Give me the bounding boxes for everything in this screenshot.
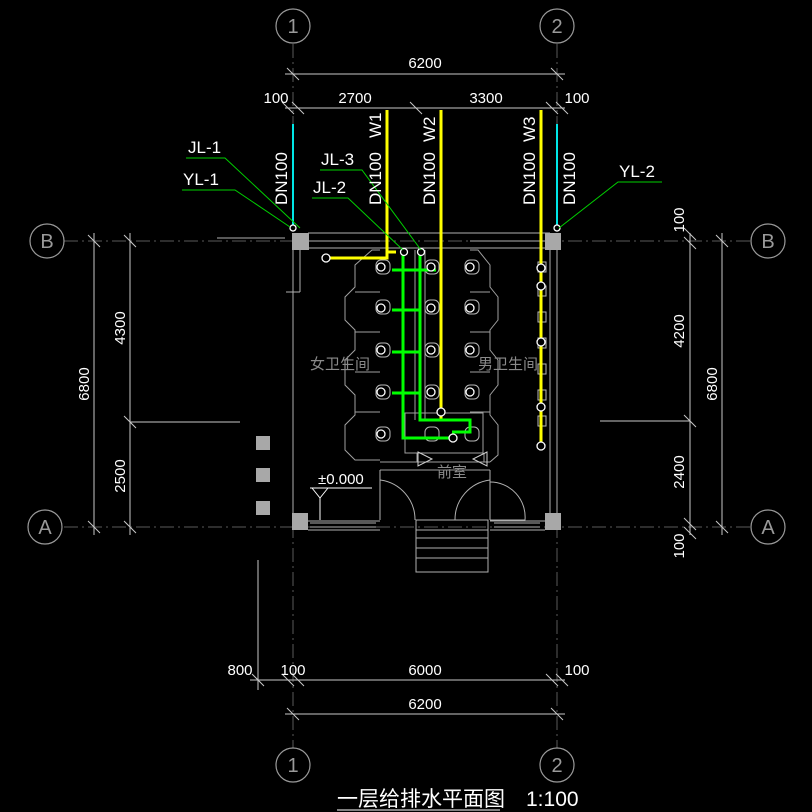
dim-bottom-outside: 800 <box>227 662 252 679</box>
label-w3: W3 <box>520 117 539 143</box>
axis-bubble-2-top: 2 <box>539 8 575 44</box>
dim-left-total: 6800 <box>76 367 93 400</box>
axis-bubble-b-right: B <box>750 223 786 259</box>
dim-right-total: 6800 <box>704 367 721 400</box>
label-w1: W1 <box>366 113 385 139</box>
dim-top-left-span: 2700 <box>338 90 371 107</box>
svg-text:1: 1 <box>287 755 298 777</box>
elevation-marker <box>310 487 372 520</box>
dim-right-upper: 4200 <box>671 314 688 347</box>
dim-bottom-left-edge: 100 <box>280 662 305 679</box>
label-dn100-5: DN100 <box>560 152 579 205</box>
dim-left-lower: 2500 <box>112 459 129 492</box>
label-dn100-1: DN100 <box>272 152 291 205</box>
dim-right-top-edge: 100 <box>671 207 688 232</box>
svg-text:2: 2 <box>551 16 562 38</box>
room-female: 女卫生间 <box>310 355 370 373</box>
svg-text:A: A <box>761 517 775 539</box>
label-yl-2: YL-2 <box>619 162 655 181</box>
dim-right-bottom-edge: 100 <box>671 533 688 558</box>
svg-text:B: B <box>40 231 53 253</box>
elevation-label: ±0.000 <box>318 471 364 488</box>
dim-right-lower: 2400 <box>671 455 688 488</box>
dim-top-total: 6200 <box>408 55 441 72</box>
svg-text:1: 1 <box>287 16 298 38</box>
room-vestibule: 前室 <box>437 464 467 481</box>
dim-bottom-span: 6000 <box>408 662 441 679</box>
drain-pipes <box>325 110 543 446</box>
svg-text:2: 2 <box>551 755 562 777</box>
label-dn100-2: DN100 <box>366 152 385 205</box>
room-male: 男卫生间 <box>478 356 538 373</box>
leader-lines <box>182 157 662 251</box>
rain-pipes <box>292 124 558 225</box>
pipe-nodes <box>289 224 561 451</box>
dim-left-upper: 4300 <box>112 311 129 344</box>
svg-text:B: B <box>761 231 774 253</box>
vestibule-symbols <box>417 451 488 467</box>
label-dn100-3: DN100 <box>420 152 439 205</box>
axis-bubble-1-top: 1 <box>275 8 311 44</box>
axis-bubble-a-right: A <box>750 509 786 545</box>
svg-text:A: A <box>38 517 52 539</box>
dim-top-left-edge: 100 <box>263 90 288 107</box>
axis-bubble-b-left: B <box>29 223 65 259</box>
label-dn100-4: DN100 <box>520 152 539 205</box>
label-w2: W2 <box>420 117 439 143</box>
supply-pipes <box>392 252 472 440</box>
dim-bottom-right-edge: 100 <box>564 662 589 679</box>
building-walls <box>217 232 558 531</box>
axis-bubble-a-left: A <box>27 509 63 545</box>
drawing-title: 一层给排水平面图 <box>337 788 505 811</box>
axis-grid <box>64 44 750 748</box>
dim-bottom-total: 6200 <box>408 696 441 713</box>
dim-top-right-edge: 100 <box>564 90 589 107</box>
dim-top-right-span: 3300 <box>469 90 502 107</box>
structural-columns <box>256 233 561 530</box>
label-jl-3: JL-3 <box>321 150 354 169</box>
doors-and-steps <box>379 470 526 573</box>
label-jl-2: JL-2 <box>313 178 346 197</box>
label-yl-1: YL-1 <box>183 170 219 189</box>
drawing-scale: 1:100 <box>526 788 579 811</box>
axis-bubble-2-bottom: 2 <box>539 747 575 783</box>
dimension-lines <box>87 67 729 721</box>
axis-bubble-1-bottom: 1 <box>275 747 311 783</box>
label-jl-1: JL-1 <box>188 138 221 157</box>
